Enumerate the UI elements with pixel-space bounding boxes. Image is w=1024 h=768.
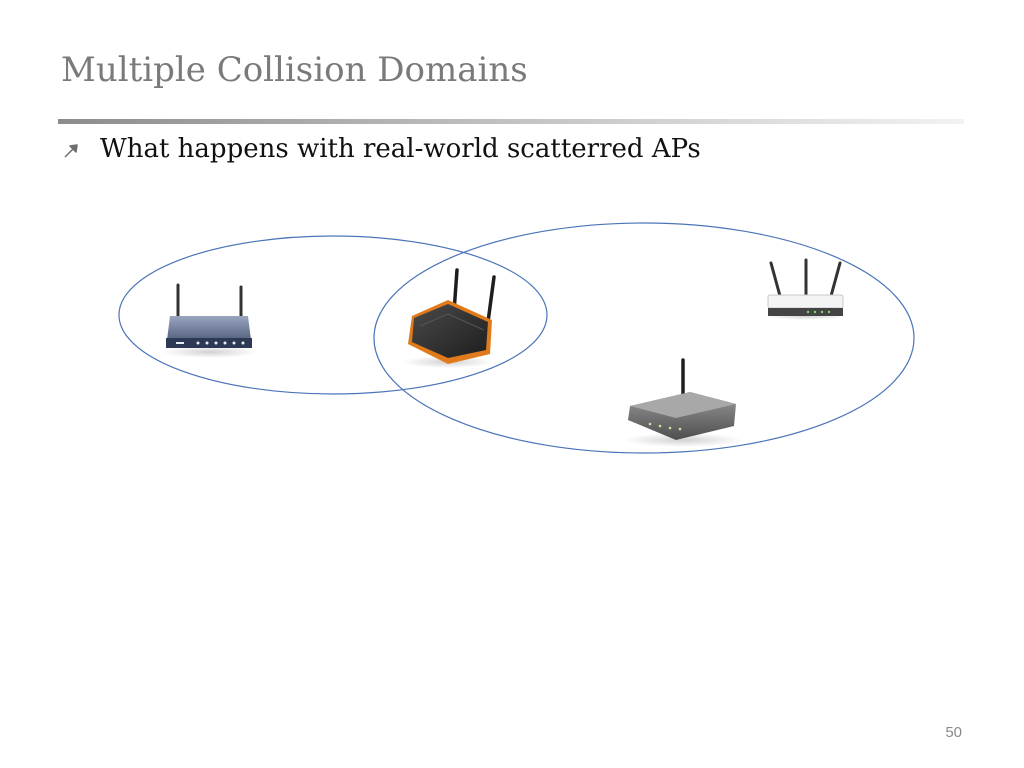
title-divider: [58, 119, 964, 124]
slide-title: Multiple Collision Domains: [61, 50, 528, 90]
arrow-up-right-icon: [64, 144, 78, 158]
ap-router-orange: [403, 268, 496, 368]
bullet-item: What happens with real-world scatterred …: [62, 134, 701, 164]
bullet-text: What happens with real-world scatterred …: [100, 134, 701, 164]
ap-router-blue: [162, 283, 258, 358]
ap-router-grey: [623, 358, 743, 447]
page-number: 50: [945, 724, 962, 741]
collision-domain-right: [373, 222, 915, 454]
collision-domain-left: [118, 235, 548, 395]
ap-router-white: [766, 258, 846, 320]
